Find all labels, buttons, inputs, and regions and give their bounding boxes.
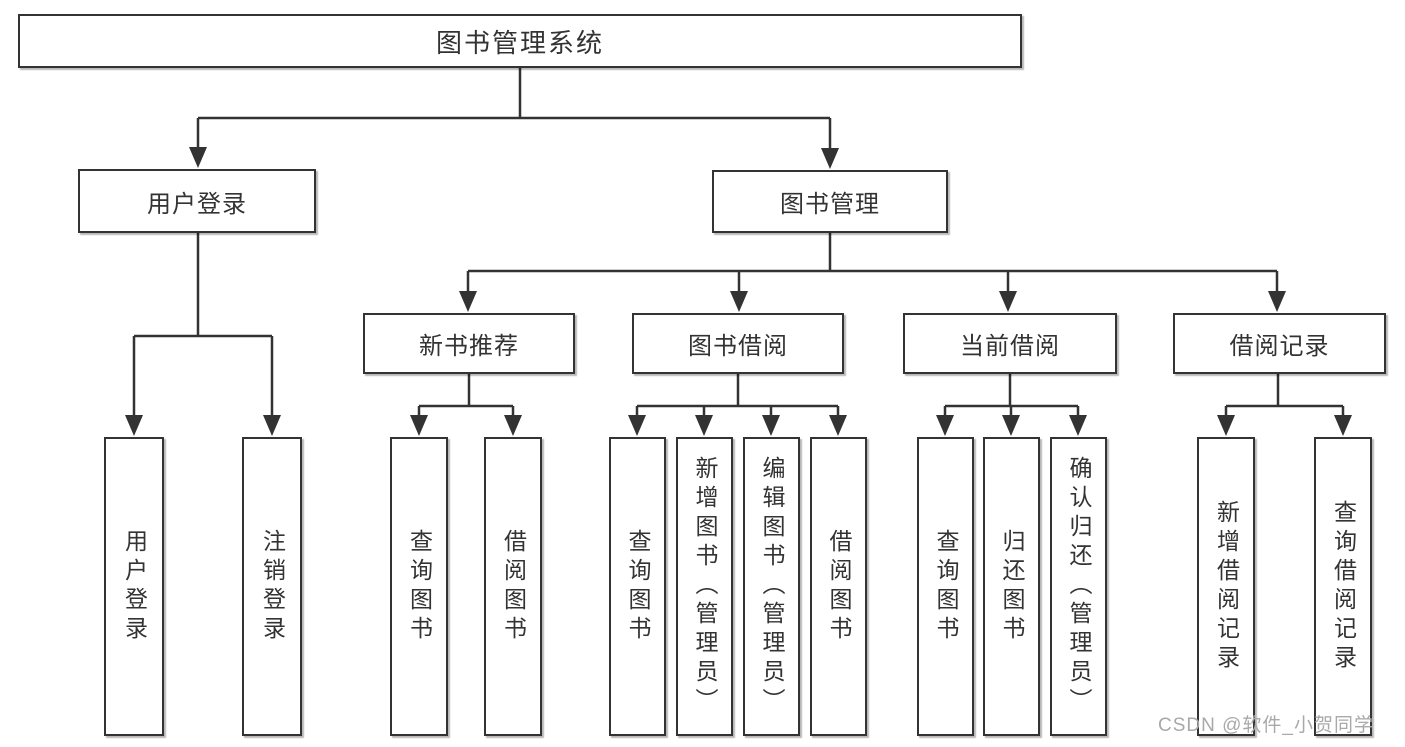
arrowheads [125, 147, 1352, 436]
leaf-borrow-books-borrowing: 借阅图书 [810, 437, 867, 736]
node-book-borrowing: 图书借阅 [632, 313, 844, 374]
leaf-borrow-books-recommend: 借阅图书 [484, 437, 542, 736]
node-user-login: 用户登录 [78, 169, 316, 233]
leaf-add-borrow-record: 新增借阅记录 [1197, 437, 1255, 736]
leaf-confirm-return-admin: 确认归还（管理员） [1050, 437, 1107, 736]
node-current-borrowing: 当前借阅 [903, 313, 1117, 374]
node-borrowing-records: 借阅记录 [1173, 313, 1386, 374]
leaf-edit-book-admin: 编辑图书（管理员） [743, 437, 800, 736]
leaf-query-books-borrowing: 查询图书 [609, 437, 666, 736]
node-new-book-recommendation: 新书推荐 [363, 313, 575, 374]
leaf-user-login: 用户登录 [104, 437, 164, 736]
leaf-query-books-recommend: 查询图书 [390, 437, 448, 736]
node-library-management-system: 图书管理系统 [18, 14, 1022, 68]
leaf-logout: 注销登录 [242, 437, 302, 736]
leaf-add-book-admin: 新增图书（管理员） [676, 437, 733, 736]
node-book-management: 图书管理 [712, 170, 948, 233]
csdn-watermark: CSDN @软件_小贺同学 [1158, 715, 1374, 736]
leaf-query-books-current: 查询图书 [917, 437, 974, 736]
tree-connector-path [132, 68, 1345, 418]
leaf-query-borrow-record: 查询借阅记录 [1314, 437, 1372, 736]
leaf-return-books: 归还图书 [983, 437, 1040, 736]
